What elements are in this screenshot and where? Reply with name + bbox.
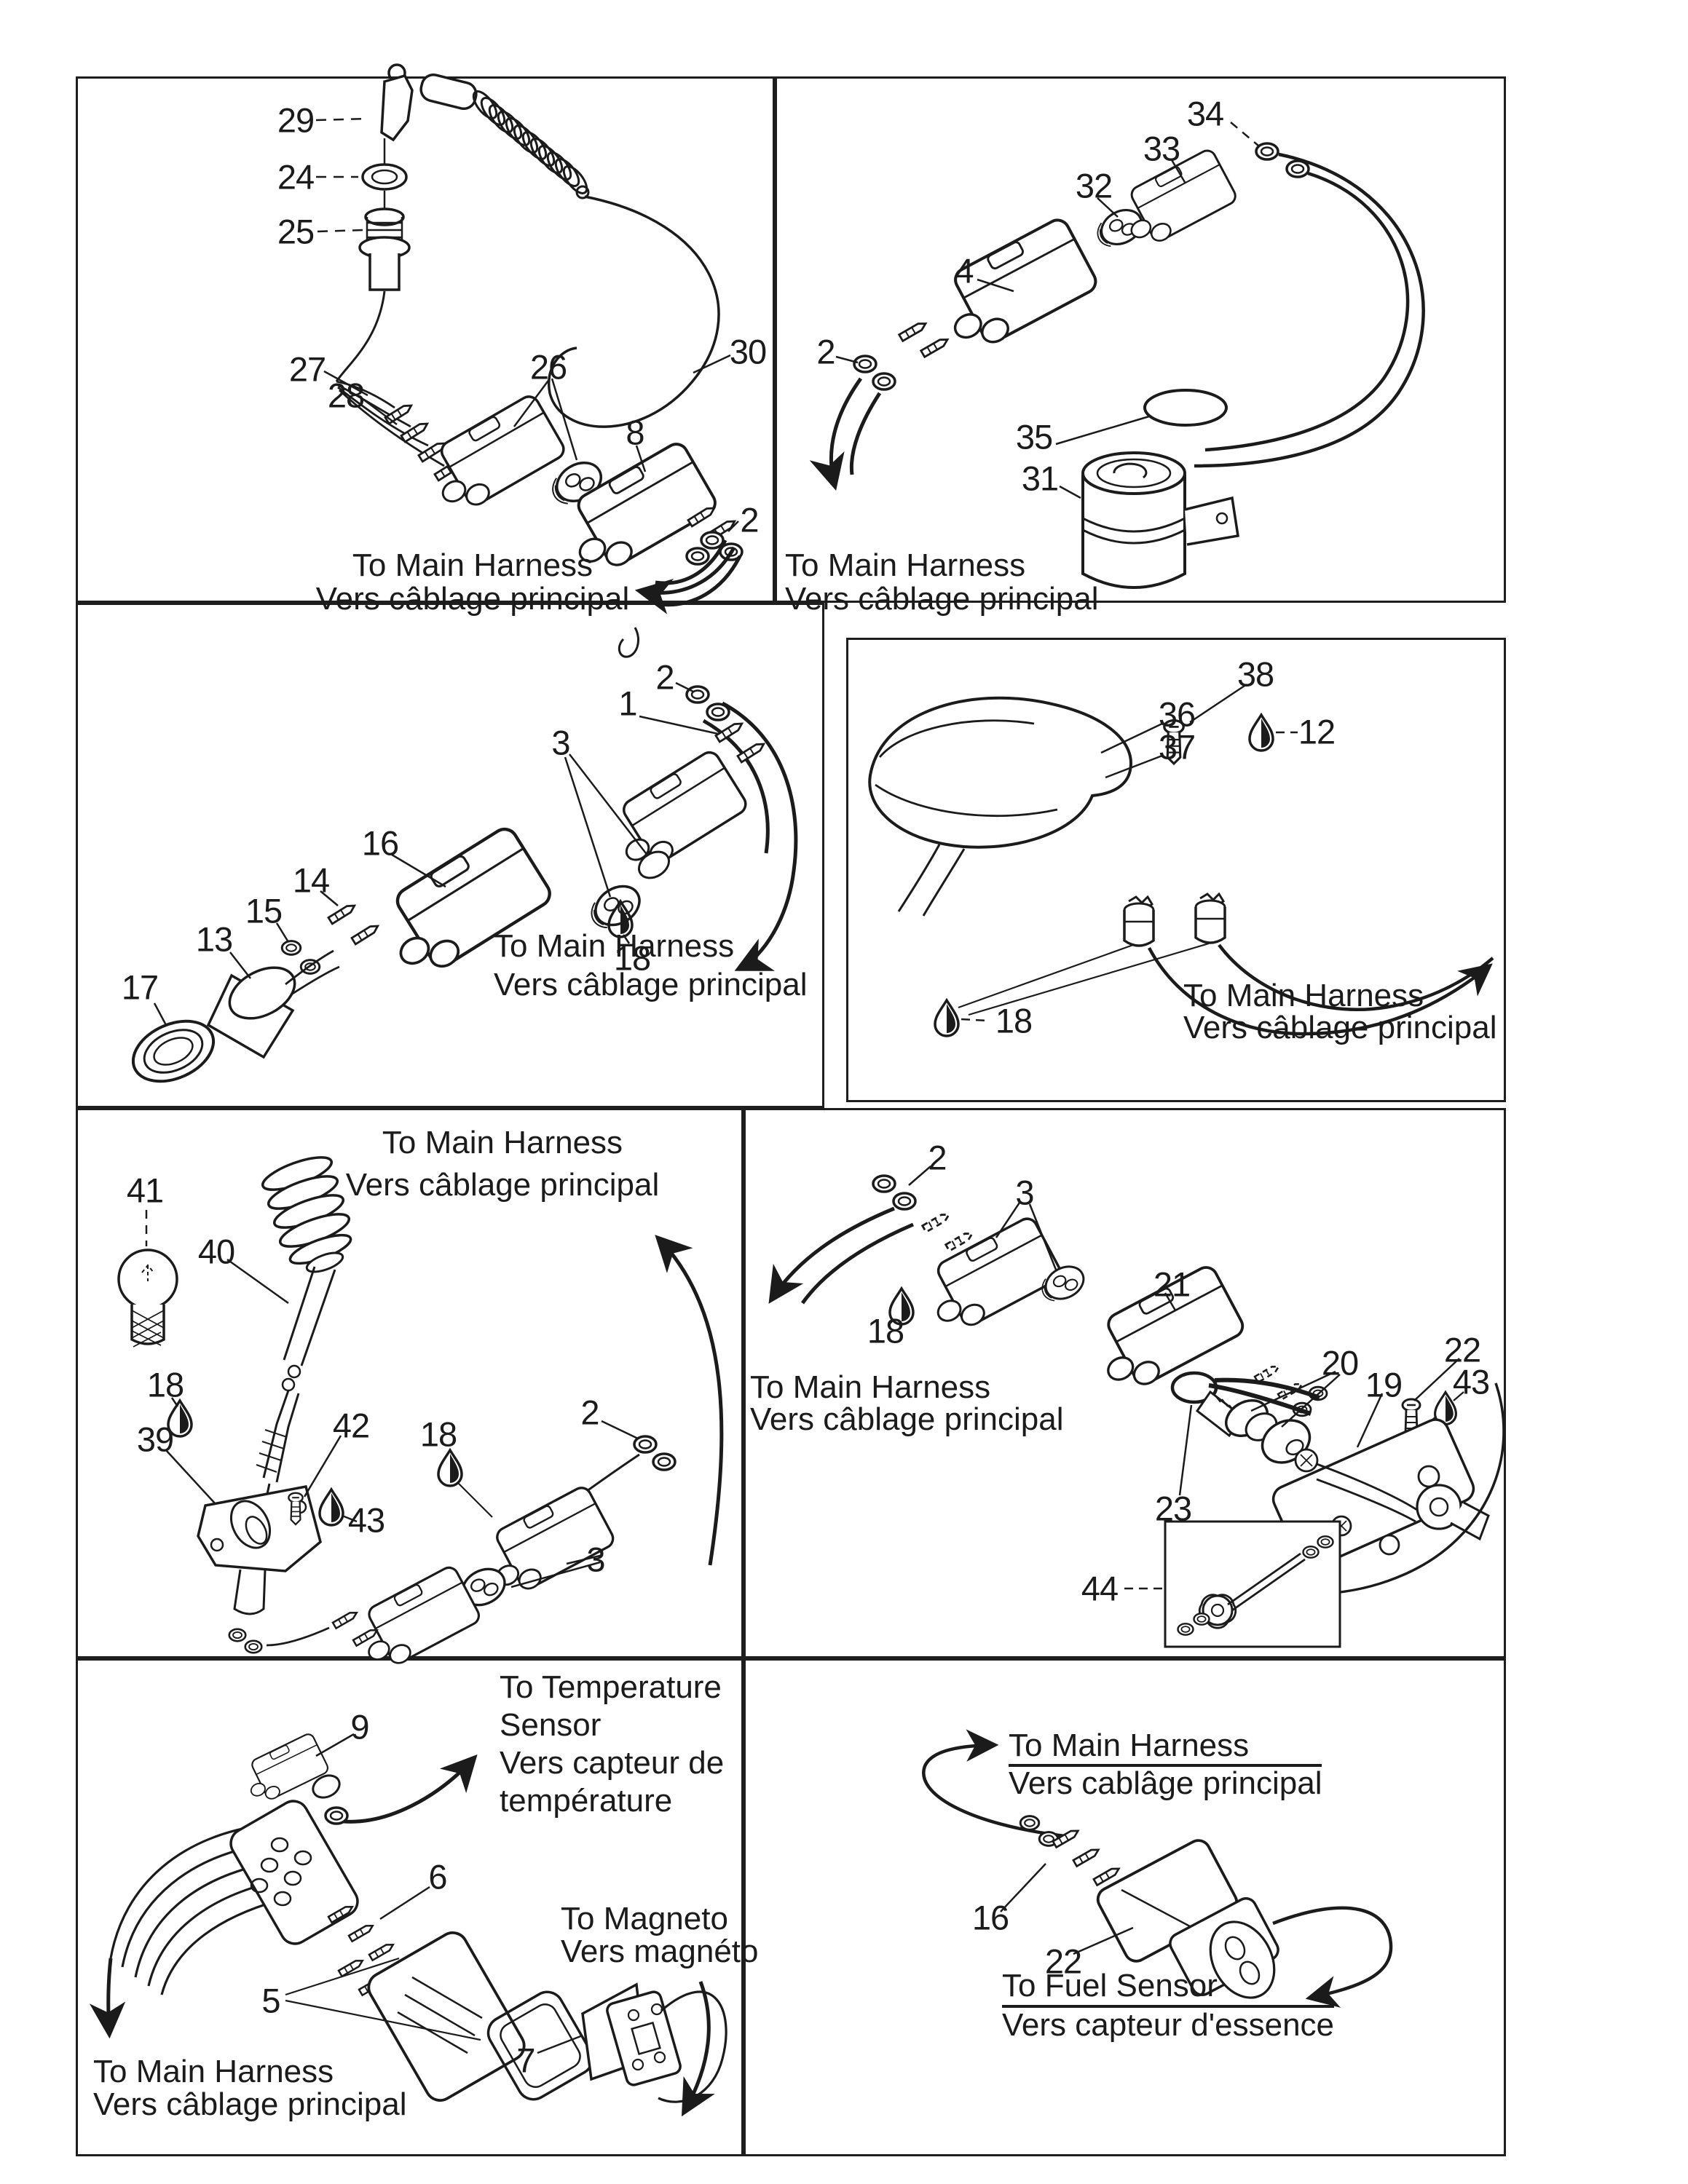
panel-fuel-sensor-connector	[744, 1658, 1506, 2156]
note-line: Vers câblage principal	[1183, 1010, 1497, 1045]
callout-16: 16	[971, 1898, 1009, 1937]
note-line: Vers câblage principal	[785, 581, 1099, 617]
callout-2: 2	[928, 1138, 947, 1177]
note-line: Vers capteur d'essence	[1002, 2007, 1335, 2043]
panel-courtesy-lamp	[846, 638, 1506, 1102]
callout-26: 26	[529, 347, 567, 387]
note-line: Sensor	[500, 1707, 602, 1743]
callout-22: 22	[1443, 1330, 1481, 1369]
callout-25: 25	[277, 212, 315, 251]
note-line: To Main Harness	[352, 547, 593, 583]
callout-16: 16	[361, 823, 399, 863]
note-line: To Temperature	[500, 1669, 722, 1705]
callout-29: 29	[277, 100, 315, 140]
callout-4: 4	[955, 251, 974, 290]
note-line: To Main Harness	[93, 2054, 334, 2089]
panel-engine-cutoff-switch	[76, 76, 775, 603]
callout-27: 27	[288, 349, 326, 389]
callout-33: 33	[1143, 129, 1180, 168]
callout-8: 8	[626, 413, 644, 452]
note-line: Vers cablâge principal	[1009, 1765, 1322, 1801]
callout-2: 2	[580, 1393, 599, 1432]
callout-31: 31	[1021, 459, 1059, 498]
callout-18: 18	[146, 1365, 184, 1404]
note-line: To Main Harness	[785, 547, 1026, 583]
callout-18: 18	[613, 938, 651, 978]
callout-12: 12	[1298, 712, 1336, 751]
callout-23: 23	[1154, 1489, 1192, 1528]
note-line: Vers câblage principal	[494, 967, 808, 1002]
callout-22: 22	[1044, 1942, 1082, 1981]
callout-9: 9	[350, 1707, 369, 1746]
callout-28: 28	[327, 376, 365, 415]
callout-43: 43	[1452, 1362, 1490, 1401]
note-line: To Main Harness	[1009, 1729, 1322, 1767]
callout-13: 13	[195, 919, 233, 959]
callout-18: 18	[867, 1311, 904, 1350]
note-line: To Main Harness	[750, 1369, 991, 1405]
callout-6: 6	[428, 1857, 447, 1896]
note-line: To Main Harness	[382, 1125, 623, 1160]
callout-19: 19	[1365, 1365, 1403, 1404]
callout-39: 39	[136, 1420, 174, 1459]
callout-32: 32	[1075, 166, 1113, 205]
callout-21: 21	[1153, 1265, 1191, 1304]
callout-35: 35	[1015, 417, 1053, 456]
note-line: Vers câblage principal	[345, 1167, 660, 1203]
callout-30: 30	[729, 332, 767, 371]
note-line: Vers câblage principal	[93, 2086, 407, 2122]
callout-38: 38	[1237, 654, 1274, 694]
note-line: Vers câblage principal	[750, 1401, 1064, 1437]
callout-17: 17	[121, 968, 159, 1007]
note-line: To Main Harness	[494, 928, 735, 964]
panel-bilge-pump	[775, 76, 1506, 603]
note-line: Vers câblage principal	[315, 581, 630, 617]
callout-24: 24	[277, 157, 315, 197]
callout-44: 44	[1081, 1569, 1119, 1608]
callout-7: 7	[516, 2041, 535, 2080]
callout-5: 5	[261, 1981, 280, 2020]
callout-2: 2	[655, 657, 674, 697]
note-line: To Magneto	[561, 1901, 728, 1936]
callout-18: 18	[419, 1415, 457, 1454]
callout-15: 15	[245, 891, 283, 930]
note-line: To Main Harness	[1183, 978, 1424, 1013]
callout-40: 40	[197, 1232, 235, 1271]
callout-3: 3	[586, 1540, 605, 1579]
callout-3: 3	[551, 723, 570, 762]
callout-20: 20	[1321, 1343, 1359, 1382]
note-line: température	[500, 1783, 673, 1819]
note-line: Vers capteur de	[500, 1745, 725, 1781]
callout-37: 37	[1158, 727, 1196, 767]
callout-42: 42	[332, 1406, 370, 1445]
callout-3: 3	[1015, 1173, 1034, 1212]
note-line: Vers magnéto	[561, 1934, 759, 1969]
callout-2: 2	[740, 500, 759, 539]
callout-36: 36	[1158, 695, 1196, 734]
callout-1: 1	[618, 684, 637, 723]
callout-14: 14	[292, 860, 330, 900]
note-line: To Fuel Sensor	[1002, 1969, 1335, 2008]
callout-2: 2	[816, 332, 835, 371]
callout-43: 43	[347, 1500, 385, 1540]
callout-18: 18	[995, 1001, 1033, 1040]
panel-indicator-lamp	[76, 603, 824, 1108]
callout-34: 34	[1186, 94, 1224, 133]
callout-41: 41	[126, 1171, 164, 1210]
